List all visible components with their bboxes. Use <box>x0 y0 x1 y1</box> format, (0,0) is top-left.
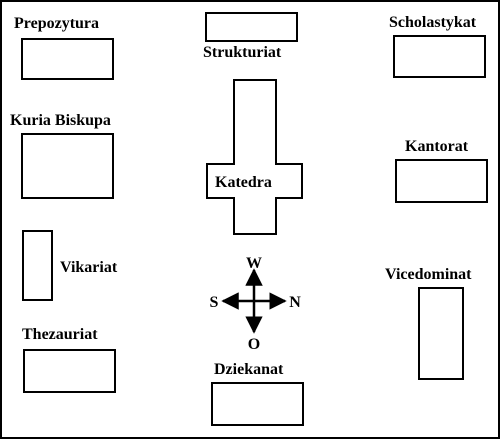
dziekanat-label: Dziekanat <box>214 361 284 378</box>
kuria-biskupa-building <box>21 133 114 199</box>
thezauriat-label: Thezauriat <box>22 326 98 343</box>
kuria-biskupa-label: Kuria Biskupa <box>10 112 111 129</box>
vikariat-label: Vikariat <box>60 259 118 276</box>
scholastykat-building <box>393 35 486 78</box>
compass-west-letter: W <box>246 255 262 272</box>
strukturiat-building <box>205 12 298 42</box>
katedra-label: Katedra <box>215 174 272 191</box>
dziekanat-building <box>211 382 304 426</box>
compass-south-letter: S <box>210 294 219 311</box>
vicedominat-building <box>418 287 464 380</box>
prepozytura-building <box>21 38 114 80</box>
vikariat-building <box>22 230 53 301</box>
kantorat-building <box>395 159 488 203</box>
scholastykat-label: Scholastykat <box>389 14 477 31</box>
strukturiat-label: Strukturiat <box>203 44 282 61</box>
thezauriat-building <box>23 349 116 393</box>
prepozytura-label: Prepozytura <box>14 15 100 32</box>
kantorat-label: Kantorat <box>405 138 469 155</box>
compass-north-letter: N <box>289 294 301 311</box>
vicedominat-label: Vicedominat <box>385 266 472 283</box>
compass-east-letter: O <box>248 336 260 353</box>
